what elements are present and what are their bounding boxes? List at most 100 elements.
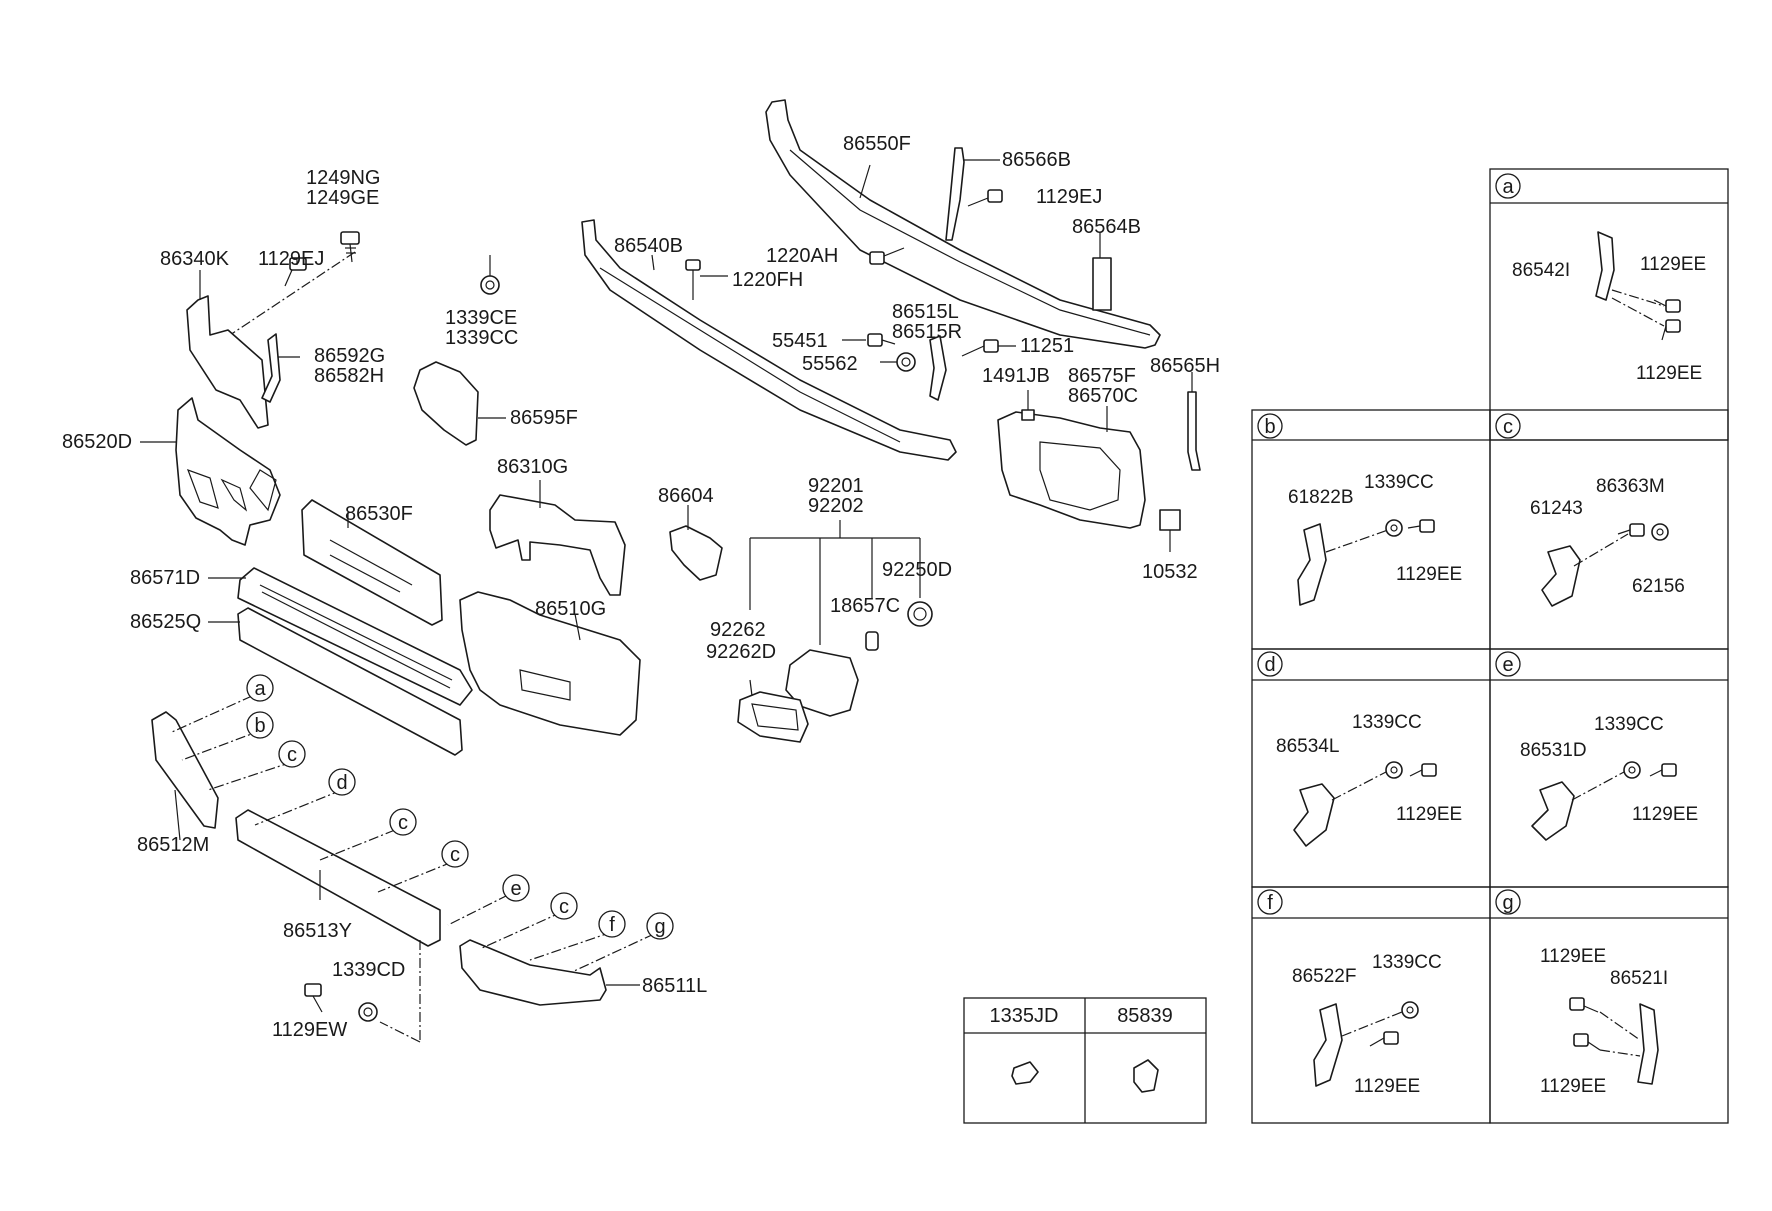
label-1249ng: 1249NG — [306, 167, 381, 189]
socket-92250d-icon — [907, 601, 933, 627]
callout-d: d — [328, 768, 356, 796]
bolt-icon — [1407, 519, 1435, 533]
reinforcement-86310g — [489, 494, 626, 596]
bracket-86531d — [1531, 781, 1575, 841]
svg-text:1339CC: 1339CC — [1364, 472, 1434, 493]
svg-text:1129EE: 1129EE — [1354, 1076, 1420, 1097]
label-86513y: 86513Y — [283, 920, 352, 942]
svg-text:62156: 62156 — [1632, 576, 1685, 597]
svg-text:b: b — [1264, 416, 1275, 438]
nut-55562-icon — [896, 352, 916, 372]
nut-icon — [1623, 761, 1641, 779]
skid-plate-86525q — [237, 607, 463, 756]
label-11251: 11251 — [1020, 335, 1074, 357]
table-header-85839: 85839 — [1117, 1005, 1173, 1027]
label-1129ew: 1129EW — [272, 1019, 347, 1041]
callout-c: c — [441, 840, 469, 868]
svg-text:a: a — [254, 678, 266, 700]
label-86570c: 86570C — [1068, 385, 1138, 407]
bolt-11251-icon — [961, 339, 999, 357]
part-labels: 1249NG 1249GE 86340K 1129EJ 86592G 86582… — [62, 133, 1220, 1041]
label-1249ge: 1249GE — [306, 187, 379, 209]
screw-1220fh-icon — [685, 259, 701, 300]
clip-10532-icon — [1159, 509, 1181, 531]
label-86565h: 86565H — [1150, 355, 1220, 377]
label-86310g: 86310G — [497, 456, 568, 478]
callout-c: c — [550, 892, 578, 920]
bracket-86564b — [1092, 257, 1112, 311]
label-1129ej: 1129EJ — [1036, 186, 1102, 208]
svg-text:1339CC: 1339CC — [1352, 712, 1422, 733]
svg-text:c: c — [287, 744, 297, 766]
svg-text:g: g — [1502, 892, 1513, 914]
svg-text:e: e — [1502, 654, 1513, 676]
strip-86513y — [235, 809, 441, 947]
svg-text:1129EE: 1129EE — [1396, 564, 1462, 585]
label-92262: 92262 — [710, 619, 766, 641]
lower-strips-group — [151, 695, 655, 1043]
bracket-61243 — [1541, 545, 1581, 607]
detail-panel-d: d 86534L 1339CC 1129EE — [1251, 648, 1491, 888]
callout-f: f — [598, 910, 626, 938]
bolt-icon — [1573, 1033, 1601, 1051]
bracket-86515l — [929, 335, 947, 401]
label-92201: 92201 — [808, 475, 864, 497]
detail-panels: a 86542I 1129EE 1129EE b 61822B 1339CC 1… — [1251, 168, 1729, 1124]
clip-1335jd-icon — [1011, 1061, 1039, 1085]
bolt-icon — [1653, 299, 1681, 313]
label-1339ce: 1339CE — [445, 307, 517, 329]
svg-text:86521I: 86521I — [1610, 968, 1668, 989]
bolt-1249ng-icon — [340, 231, 360, 263]
svg-text:1129EE: 1129EE — [1640, 254, 1706, 275]
svg-text:1129EE: 1129EE — [1540, 1076, 1606, 1097]
beam-86540b — [581, 219, 957, 461]
callout-c: c — [278, 740, 306, 768]
strip-86512m — [151, 711, 219, 829]
beams-group — [581, 99, 1161, 461]
bracket-86522f — [1313, 1003, 1343, 1087]
svg-text:86522F: 86522F — [1292, 966, 1356, 987]
label-92250d: 92250D — [882, 559, 952, 581]
detail-panel-g: g 1129EE 86521I 1129EE — [1489, 886, 1729, 1124]
label-86510g: 86510G — [535, 598, 606, 620]
svg-text:86363M: 86363M — [1596, 476, 1665, 497]
label-86550f: 86550F — [843, 133, 911, 155]
label-86604: 86604 — [658, 485, 714, 507]
label-55451: 55451 — [772, 330, 828, 352]
svg-text:1339CC: 1339CC — [1372, 952, 1442, 973]
label-86575f: 86575F — [1068, 365, 1136, 387]
label-86595f: 86595F — [510, 407, 578, 429]
svg-text:61243: 61243 — [1530, 498, 1583, 519]
bolt-icon — [869, 247, 905, 265]
bolt-icon — [1409, 763, 1437, 777]
svg-text:1339CC: 1339CC — [1594, 714, 1664, 735]
label-86515r: 86515R — [892, 321, 962, 343]
bracket-86340k — [186, 295, 269, 429]
svg-text:1129EE: 1129EE — [1540, 946, 1606, 967]
table-header-1335jd: 1335JD — [990, 1005, 1059, 1027]
label-1339cc: 1339CC — [445, 327, 518, 349]
bracket-86521i — [1637, 1003, 1659, 1085]
bolt-icon — [1617, 523, 1645, 537]
label-86525q: 86525Q — [130, 611, 201, 633]
label-86582h: 86582H — [314, 365, 384, 387]
bracket-61822b — [1297, 523, 1327, 606]
bolt-1129ej-icon — [967, 189, 1003, 207]
bolt-icon — [1661, 319, 1681, 341]
svg-text:86531D: 86531D — [1520, 740, 1587, 761]
detail-panel-f: f 86522F 1339CC 1129EE — [1251, 886, 1491, 1124]
label-86512m: 86512M — [137, 834, 209, 856]
label-10532: 10532 — [1142, 561, 1198, 583]
bracket-86595f — [413, 361, 479, 446]
bumper-cover-group — [140, 231, 641, 756]
label-55562: 55562 — [802, 353, 858, 375]
svg-text:1129EE: 1129EE — [1396, 804, 1462, 825]
label-18657c: 18657C — [830, 595, 900, 617]
svg-text:g: g — [654, 916, 665, 938]
svg-text:c: c — [398, 812, 408, 834]
label-1491jb: 1491JB — [982, 365, 1050, 387]
svg-text:86542I: 86542I — [1512, 260, 1570, 281]
svg-text:b: b — [254, 715, 265, 737]
bracket-86542i — [1595, 231, 1615, 301]
label-86571d: 86571D — [130, 567, 200, 589]
